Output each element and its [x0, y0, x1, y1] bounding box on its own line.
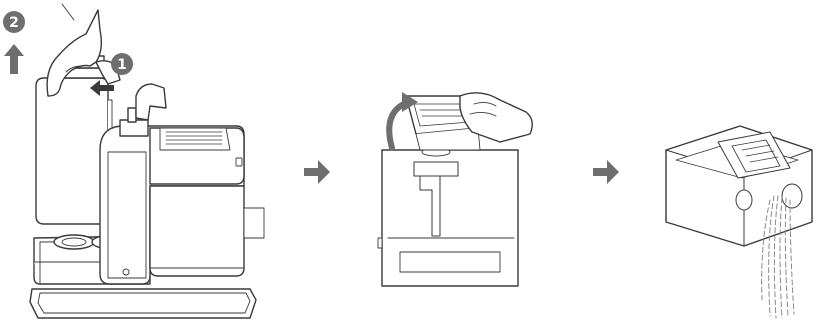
step-1-label: 1	[117, 57, 127, 73]
step-1-marker: 1	[111, 53, 133, 75]
arrow-right-icon	[304, 160, 330, 184]
step-2-marker: 2	[3, 11, 25, 33]
panel-2-open-lid	[378, 93, 532, 286]
panel-1-cleaner-on-base	[30, 4, 264, 318]
dirty-water-tank	[150, 128, 244, 184]
step-2-label: 2	[9, 15, 19, 31]
arrow-right-icon-2	[593, 160, 619, 184]
base-tray	[30, 289, 256, 318]
roller-housing	[150, 186, 264, 276]
arrow-up-icon	[4, 44, 24, 74]
